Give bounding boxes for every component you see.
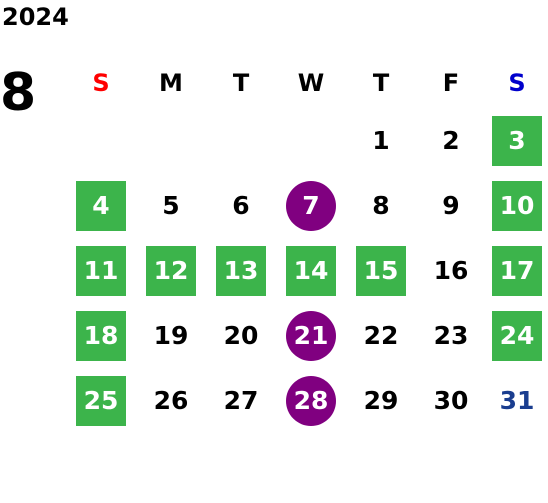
day-1[interactable]: 1 — [372, 126, 390, 155]
calendar-week-row: 18 19 20 21 22 23 24 — [66, 303, 548, 368]
day-18[interactable]: 18 — [76, 310, 126, 361]
day-11[interactable]: 11 — [76, 245, 126, 296]
day-27[interactable]: 27 — [223, 386, 259, 415]
calendar-day-cell: 22 — [346, 303, 416, 368]
calendar-week-row: 1 2 3 — [66, 108, 548, 173]
calendar-day-cell: 4 — [66, 173, 136, 238]
day-25[interactable]: 25 — [76, 375, 126, 426]
calendar-day-cell: 9 — [416, 173, 486, 238]
day-23[interactable]: 23 — [433, 321, 469, 350]
day-30[interactable]: 30 — [433, 386, 469, 415]
calendar-day-cell — [206, 108, 276, 173]
calendar-day-cell: 27 — [206, 368, 276, 433]
calendar-day-cell: 19 — [136, 303, 206, 368]
calendar-day-cell: 16 — [416, 238, 486, 303]
day-24[interactable]: 24 — [492, 310, 542, 361]
calendar-day-cell: 26 — [136, 368, 206, 433]
day-13[interactable]: 13 — [216, 245, 266, 296]
calendar-day-cell: 21 — [276, 303, 346, 368]
day-19[interactable]: 19 — [153, 321, 189, 350]
day-22[interactable]: 22 — [363, 321, 399, 350]
calendar-day-cell: 10 — [486, 173, 548, 238]
year-label: 2024 — [2, 3, 69, 31]
calendar-day-cell: 14 — [276, 238, 346, 303]
day-12[interactable]: 12 — [146, 245, 196, 296]
day-31[interactable]: 31 — [499, 386, 535, 415]
day-16[interactable]: 16 — [433, 256, 469, 285]
day-6[interactable]: 6 — [232, 191, 250, 220]
calendar-day-cell: 23 — [416, 303, 486, 368]
calendar-day-cell: 13 — [206, 238, 276, 303]
weekday-thursday: T — [372, 69, 390, 97]
calendar-day-cell: 18 — [66, 303, 136, 368]
calendar-day-cell — [66, 108, 136, 173]
month-number: 8 — [0, 63, 37, 123]
day-17[interactable]: 17 — [492, 245, 542, 296]
calendar-day-cell: 31 — [486, 368, 548, 433]
calendar-week-row: 4 5 6 7 8 9 10 — [66, 173, 548, 238]
calendar-day-cell: 1 — [346, 108, 416, 173]
day-28[interactable]: 28 — [286, 375, 336, 426]
weekday-saturday: S — [508, 69, 526, 97]
calendar-day-cell — [276, 108, 346, 173]
weekday-tuesday: T — [232, 69, 250, 97]
day-10[interactable]: 10 — [492, 180, 542, 231]
weekday-monday: M — [159, 69, 183, 97]
weekday-wednesday: W — [297, 69, 325, 97]
calendar-day-cell — [136, 108, 206, 173]
calendar-day-cell: 28 — [276, 368, 346, 433]
day-8[interactable]: 8 — [372, 191, 390, 220]
calendar-day-cell: 5 — [136, 173, 206, 238]
day-29[interactable]: 29 — [363, 386, 399, 415]
empty-day — [76, 116, 126, 166]
day-26[interactable]: 26 — [153, 386, 189, 415]
day-9[interactable]: 9 — [442, 191, 460, 220]
day-15[interactable]: 15 — [356, 245, 406, 296]
calendar-day-cell: 15 — [346, 238, 416, 303]
calendar-day-cell: 7 — [276, 173, 346, 238]
day-2[interactable]: 2 — [442, 126, 460, 155]
calendar-day-cell: 6 — [206, 173, 276, 238]
calendar-day-cell: 25 — [66, 368, 136, 433]
calendar-day-cell: 17 — [486, 238, 548, 303]
calendar-week-row: 25 26 27 28 29 30 31 — [66, 368, 548, 433]
day-21[interactable]: 21 — [286, 310, 336, 361]
day-3[interactable]: 3 — [492, 115, 542, 166]
calendar-week-row: 11 12 13 14 15 16 17 — [66, 238, 548, 303]
weekday-header-row: S M T W T F S — [66, 58, 548, 108]
calendar-day-cell: 20 — [206, 303, 276, 368]
weekday-friday: F — [442, 69, 460, 97]
empty-day — [286, 116, 336, 166]
empty-day — [146, 116, 196, 166]
calendar-day-cell: 11 — [66, 238, 136, 303]
calendar-day-cell: 24 — [486, 303, 548, 368]
day-4[interactable]: 4 — [76, 180, 126, 231]
calendar-day-cell: 12 — [136, 238, 206, 303]
calendar-day-cell: 30 — [416, 368, 486, 433]
day-14[interactable]: 14 — [286, 245, 336, 296]
day-7[interactable]: 7 — [286, 180, 336, 231]
calendar-day-cell: 29 — [346, 368, 416, 433]
day-20[interactable]: 20 — [223, 321, 259, 350]
weekday-sunday: S — [92, 69, 110, 97]
calendar-day-cell: 3 — [486, 108, 548, 173]
day-5[interactable]: 5 — [162, 191, 180, 220]
empty-day — [216, 116, 266, 166]
calendar-day-cell: 8 — [346, 173, 416, 238]
calendar-day-cell: 2 — [416, 108, 486, 173]
